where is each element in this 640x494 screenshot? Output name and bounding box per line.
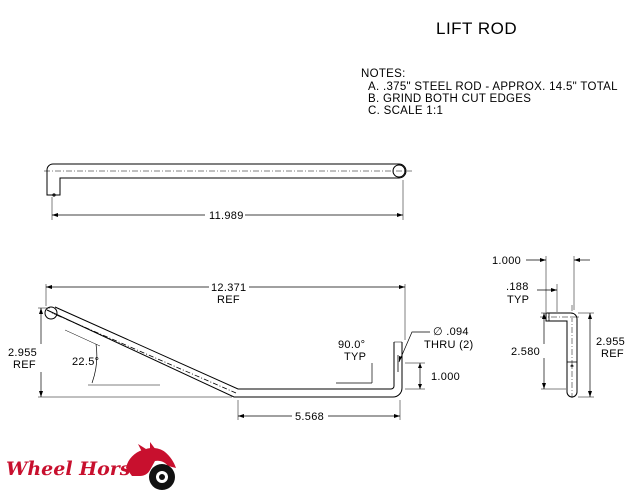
dim-bend-angle: 90.0° [338,339,365,351]
dim-front-height: 2.955 [8,347,37,359]
dim-bend-angle-suffix: TYP [344,351,366,363]
horse-head-icon [126,442,176,476]
dim-flat-length: 5.568 [295,411,324,423]
wheel-horse-logo: Wheel Horse [6,442,176,490]
front-view-rod-inner [54,306,395,390]
dim-leg-length: 2.580 [511,346,540,358]
front-view: 12.371 REF 2.955 REF 22.5° 90.0° TYP ∅ .… [6,281,473,423]
top-view-rod [46,163,407,196]
front-view-end-circle [44,306,58,320]
dim-angle: 22.5° [72,356,99,368]
top-view: 11.989 [44,163,412,222]
dim-offset-suffix: TYP [507,294,529,306]
dim-hole: ∅ .094 [433,326,469,338]
top-view-hole-mark [52,193,56,197]
notes-block: NOTES: A. .375" STEEL ROD - APPROX. 14.5… [361,68,618,117]
wheel-icon [149,464,175,490]
dim-overall-length-suffix: REF [217,294,240,306]
notes-heading: NOTES: [361,68,406,80]
dim-side-width: 1.000 [492,255,521,267]
note-c: C. SCALE 1:1 [368,105,443,117]
front-view-rod-outer [46,309,403,398]
drawing-title: LIFT ROD [436,19,517,38]
logo-text: Wheel Horse [6,458,143,480]
dim-angle-arc [91,343,98,384]
dim-side-height-suffix: REF [601,348,624,360]
note-b: B. GRIND BOTH CUT EDGES [368,93,531,105]
side-view: 1.000 .188 TYP 2.580 2.955 REF [492,255,633,398]
dim-leg-height: 1.000 [431,371,460,383]
dim-overall-length: 12.371 [211,282,246,294]
side-view-rod [545,312,578,398]
dim-top-length: 11.989 [209,210,244,222]
dim-side-height: 2.955 [596,336,625,348]
note-a: A. .375" STEEL ROD - APPROX. 14.5" TOTAL [368,81,618,93]
dim-hole-suffix: THRU (2) [424,339,473,351]
dim-offset: .188 [506,281,529,293]
dim-front-height-suffix: REF [13,359,36,371]
